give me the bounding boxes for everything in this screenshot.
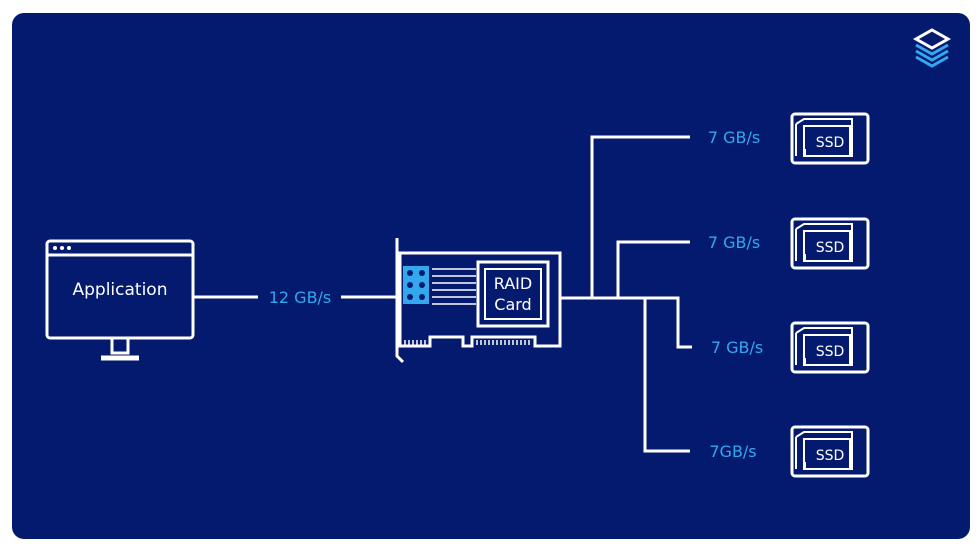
ssd-icon (790, 112, 870, 165)
ssd-2-speed: 7 GB/s (708, 233, 760, 252)
ssd-3-speed: 7 GB/s (711, 338, 763, 357)
monitor-icon (45, 239, 195, 361)
application-label: Application (73, 280, 168, 300)
ssd-4-label: SSD (816, 448, 845, 464)
ssd-4-speed: 7GB/s (709, 442, 756, 461)
ssd-icon (790, 217, 870, 270)
ssd-icon (790, 321, 870, 374)
diagram-panel (12, 13, 970, 539)
ssd-2-label: SSD (816, 240, 845, 256)
layered-stack-logo-icon (912, 28, 952, 68)
raid-card-icon (395, 238, 562, 364)
host-link-speed: 12 GB/s (269, 288, 332, 307)
ssd-1-speed: 7 GB/s (708, 128, 760, 147)
ssd-3-label: SSD (816, 344, 845, 360)
ssd-1-label: SSD (816, 135, 845, 151)
ssd-icon (790, 425, 870, 478)
fanout-wires (560, 135, 692, 453)
raid-card-label-line2: Card (494, 295, 531, 314)
raid-card-label-line1: RAID (494, 274, 532, 293)
